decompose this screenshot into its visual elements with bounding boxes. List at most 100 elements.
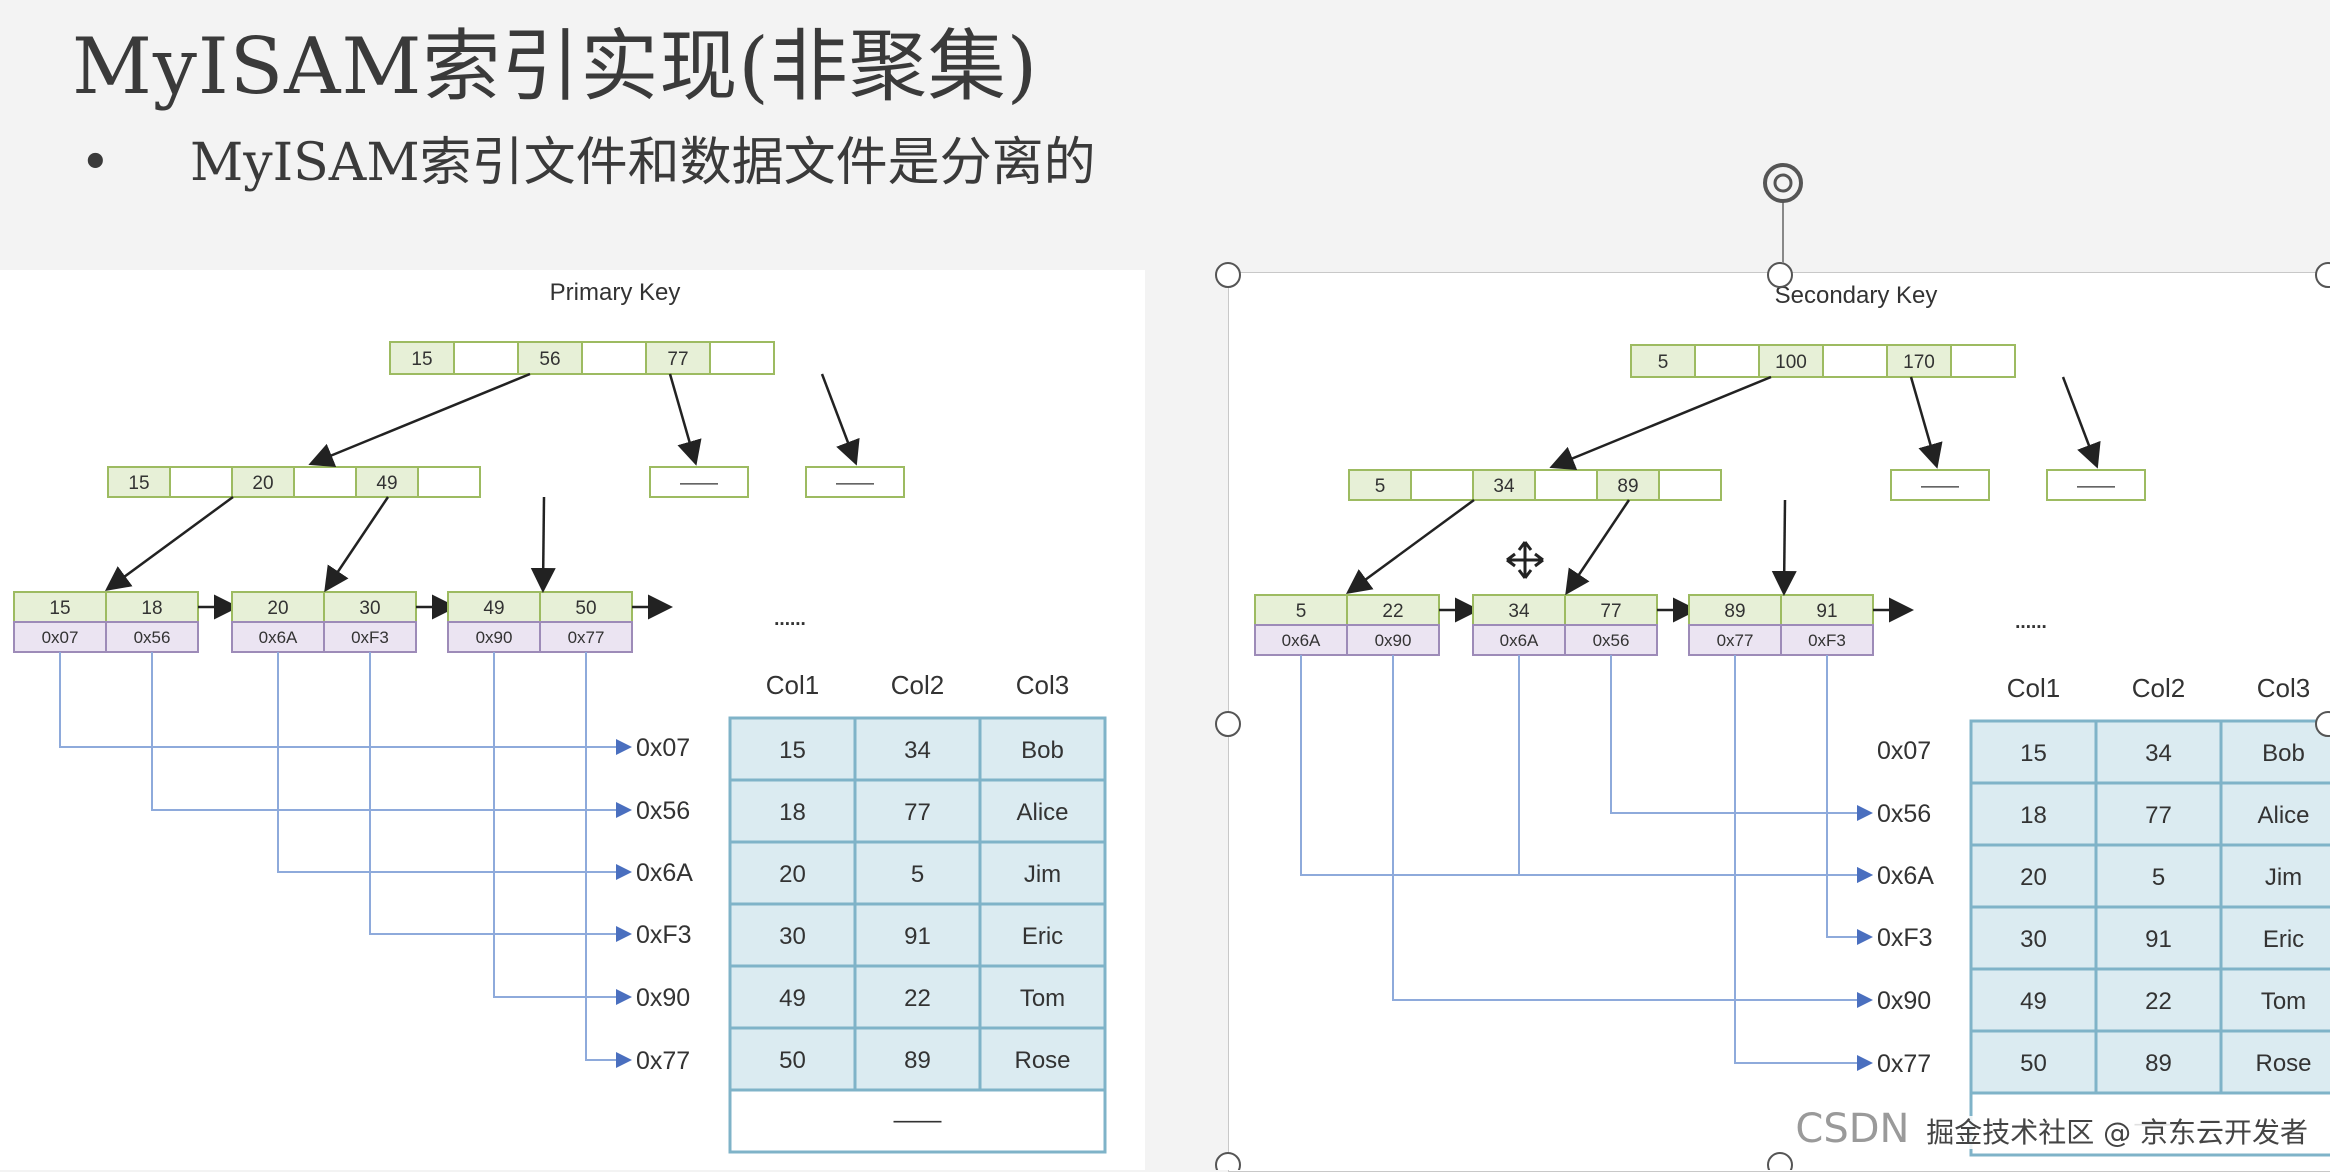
table-cell-text: Eric	[2263, 926, 2304, 953]
table-cell	[978, 778, 1107, 844]
rotate-handle-icon[interactable]	[1763, 163, 1803, 203]
root-node-key-label: 15	[411, 349, 432, 370]
leaf-key-label: 49	[483, 598, 504, 619]
leaf-addr-label: 0x90	[1375, 631, 1412, 650]
bullet-row: •MyISAM索引文件和数据文件是分离的	[80, 120, 1096, 195]
table-cell-text: 34	[2145, 740, 2172, 767]
leaf-addr-cell	[105, 621, 199, 653]
table-cell	[2094, 967, 2223, 1033]
table-cell-text: 20	[779, 861, 806, 888]
table-cell-text: Eric	[1022, 923, 1063, 950]
table-header: Col1	[766, 670, 819, 700]
leaf-addr-label: 0x56	[134, 628, 171, 647]
table-cell	[2219, 719, 2330, 785]
leaf-addr-label: 0xF3	[351, 628, 389, 647]
leaf-key-label: 91	[1816, 601, 1837, 622]
tree-arrow	[1549, 375, 1772, 470]
tree-arrow	[324, 496, 390, 593]
table-header: Col2	[891, 670, 944, 700]
leaf-pointer-line	[1826, 655, 1873, 945]
table-cell-text: 30	[779, 923, 806, 950]
table-cell-text: 91	[904, 923, 931, 950]
mid-node-key-label: 15	[128, 473, 149, 494]
leaf-key-cell	[1254, 594, 1348, 626]
tree-arrow	[530, 496, 556, 593]
tree-arrow	[1771, 499, 1797, 596]
leaf-key-label: 89	[1724, 601, 1745, 622]
leaf-key-cell	[447, 591, 541, 623]
mid-node-key-label: 20	[252, 473, 273, 494]
table-cell-text: Jim	[2265, 864, 2302, 891]
table-cell	[728, 778, 857, 844]
pointer-label: 0x6A	[636, 859, 693, 887]
leaf-key-label: 18	[141, 598, 162, 619]
root-node-pointer-cell	[453, 341, 519, 375]
pointer-label: 0x77	[1877, 1050, 1931, 1078]
mid-node-pointer-cell	[293, 466, 357, 498]
leaf-pointer-line	[1300, 655, 1873, 883]
table-cell-text: 5	[2152, 864, 2165, 891]
table-cell-text: 50	[2020, 1050, 2047, 1077]
table-cell-text: Bob	[2262, 740, 2305, 767]
table-cell-text: 20	[2020, 864, 2047, 891]
leaf-addr-label: 0x77	[568, 628, 605, 647]
collapsed-node-label: ——	[1921, 476, 1959, 497]
table-cell-text: 77	[2145, 802, 2172, 829]
table-cell-text: 30	[2020, 926, 2047, 953]
leaf-addr-label: 0xF3	[1808, 631, 1846, 650]
root-node-pointer-cell	[1950, 344, 2016, 378]
table-cell-text: 49	[779, 985, 806, 1012]
table-cell-text: Rose	[2255, 1050, 2311, 1077]
watermark: CSDN 掘金技术社区 @ 京东云开发者	[1795, 1106, 2312, 1152]
mid-node-pointer-cell	[169, 466, 233, 498]
table-cell-text: Jim	[1024, 861, 1061, 888]
table-cell-text: 49	[2020, 988, 2047, 1015]
table-header: Col3	[2257, 673, 2310, 703]
pointer-label: 0x90	[636, 984, 690, 1012]
leaf-pointer-line	[277, 652, 632, 880]
table-cell-text: 77	[904, 799, 931, 826]
table-footer-text: ——	[894, 1107, 942, 1134]
table-cell-text: Rose	[1014, 1047, 1070, 1074]
slide-title: MyISAM索引实现(非聚集)	[72, 22, 1039, 112]
pointer-label: 0x07	[636, 734, 690, 762]
root-node-pointer-cell	[709, 341, 775, 375]
root-node-key-label: 170	[1903, 352, 1935, 373]
ellipsis-label: ......	[774, 609, 806, 630]
table-cell-text: 34	[904, 737, 931, 764]
root-node-key-cell	[1758, 344, 1824, 378]
watermark-credit: 掘金技术社区 @ 京东云开发者	[1922, 1116, 2312, 1149]
table-cell-text: 15	[2020, 740, 2047, 767]
leaf-pointer-line	[493, 652, 632, 1005]
tree-arrow	[820, 373, 860, 466]
table-header: Col3	[1016, 670, 1069, 700]
tree-arrow	[668, 373, 702, 466]
leaf-key-label: 30	[359, 598, 380, 619]
mid-node-pointer-cell	[1534, 469, 1598, 501]
table-header: Col2	[2132, 673, 2185, 703]
mid-node-key-label: 89	[1617, 476, 1638, 497]
table-footer-row	[728, 1088, 1107, 1154]
root-node-pointer-cell	[1822, 344, 1888, 378]
leaf-addr-label: 0x07	[42, 628, 79, 647]
leaf-pointer-line	[151, 652, 632, 818]
mid-node-key-cell	[1472, 469, 1536, 501]
table-cell-text: 22	[904, 985, 931, 1012]
table-cell-text: 89	[2145, 1050, 2172, 1077]
leaf-pointer-line	[585, 652, 632, 1068]
leaf-key-cell	[1346, 594, 1440, 626]
diagram-caption: Secondary Key	[1775, 282, 1938, 309]
tree-arrow	[2061, 376, 2101, 469]
mid-node-pointer-cell	[1658, 469, 1722, 501]
root-node-key-cell	[645, 341, 711, 375]
leaf-addr-cell	[1472, 624, 1566, 656]
table-cell	[978, 716, 1107, 782]
table-cell-text: Bob	[1021, 737, 1064, 764]
table-cell	[2094, 1029, 2223, 1095]
table-cell	[978, 902, 1107, 968]
leaf-key-label: 50	[575, 598, 596, 619]
table-cell	[2094, 843, 2223, 909]
leaf-pointer-line	[369, 652, 632, 942]
